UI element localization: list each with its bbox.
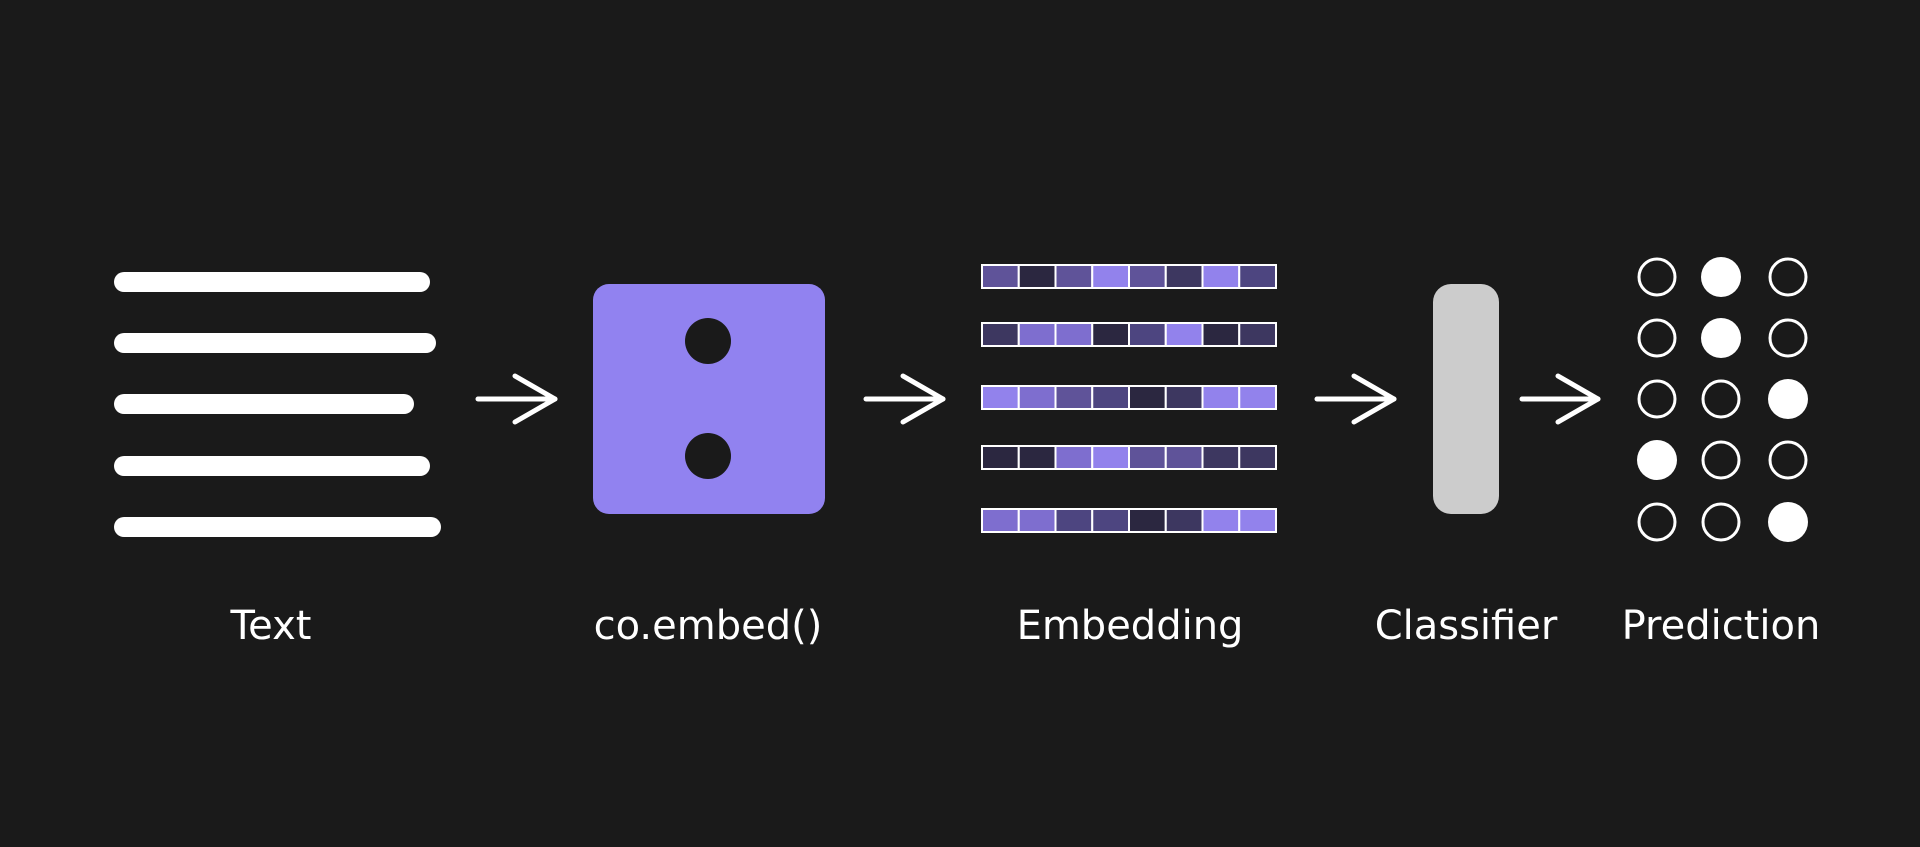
prediction-stage-label: Prediction	[1621, 603, 1821, 649]
prediction-dot-empty	[1768, 257, 1808, 297]
embedding-cell	[1017, 264, 1057, 289]
prediction-dot-filled	[1768, 379, 1808, 419]
arrow-right-icon	[1314, 373, 1397, 425]
embedding-cell	[1238, 322, 1277, 347]
embedding-cell	[1201, 445, 1241, 470]
embedding-cell	[1091, 385, 1130, 410]
embedding-vector	[981, 508, 1277, 533]
classifier-stage-label: Classifier	[1374, 603, 1558, 649]
embedding-cell	[1164, 445, 1204, 470]
embed-dot	[685, 318, 731, 364]
embedding-cell	[1238, 508, 1277, 533]
embedding-cell	[1128, 508, 1167, 533]
embed-model-icon	[593, 284, 825, 514]
embedding-cell	[1017, 322, 1057, 347]
text-lines-icon	[114, 272, 441, 537]
embedding-cell	[1017, 385, 1057, 410]
prediction-dot-filled	[1637, 440, 1677, 480]
arrow-right-icon	[863, 373, 946, 425]
embedding-cell	[1201, 322, 1241, 347]
prediction-dot-empty	[1701, 440, 1741, 480]
prediction-dot-filled	[1768, 502, 1808, 542]
embedding-cell	[1164, 508, 1204, 533]
embedding-vector	[981, 445, 1277, 470]
embedding-cell	[981, 508, 1020, 533]
embedding-cell	[1164, 385, 1204, 410]
prediction-dot-empty	[1701, 379, 1741, 419]
prediction-dot-empty	[1701, 502, 1741, 542]
prediction-grid	[1637, 257, 1808, 542]
prediction-dot-empty	[1637, 502, 1677, 542]
embedding-cell	[981, 385, 1020, 410]
prediction-dot-filled	[1701, 257, 1741, 297]
prediction-dot-empty	[1637, 257, 1677, 297]
embedding-cell	[1128, 264, 1167, 289]
text-stage-label: Text	[230, 603, 312, 649]
embedding-cell	[1017, 508, 1057, 533]
prediction-dot-empty	[1768, 440, 1808, 480]
embedding-cell	[981, 445, 1020, 470]
embed-block	[593, 284, 825, 514]
arrow-right-icon	[1519, 373, 1601, 425]
embedding-cell	[1238, 264, 1277, 289]
embedding-cell	[1128, 385, 1167, 410]
embedding-cell	[1164, 322, 1204, 347]
embedding-cell	[1017, 445, 1057, 470]
embedding-cell	[1164, 264, 1204, 289]
embed-dot	[685, 433, 731, 479]
embedding-cell	[1091, 264, 1130, 289]
embedding-vectors	[981, 264, 1277, 533]
embedding-cell	[981, 264, 1020, 289]
embedding-vector	[981, 385, 1277, 410]
embedding-cell	[1238, 445, 1277, 470]
embedding-cell	[1201, 508, 1241, 533]
prediction-dot-empty	[1637, 318, 1677, 358]
embedding-cell	[1054, 264, 1094, 289]
embedding-cell	[1238, 385, 1277, 410]
embedding-cell	[981, 322, 1020, 347]
embedding-cell	[1091, 322, 1130, 347]
embed-stage-label: co.embed()	[593, 603, 823, 649]
embedding-cell	[1054, 322, 1094, 347]
embedding-cell	[1201, 264, 1241, 289]
embedding-cell	[1201, 385, 1241, 410]
embedding-cell	[1054, 508, 1094, 533]
embedding-cell	[1091, 508, 1130, 533]
embedding-vector	[981, 322, 1277, 347]
embedding-cell	[1091, 445, 1130, 470]
prediction-dot-filled	[1701, 318, 1741, 358]
arrow-right-icon	[475, 373, 558, 425]
classifier-bar	[1433, 284, 1499, 514]
embedding-cell	[1128, 322, 1167, 347]
embedding-stage-label: Embedding	[1016, 603, 1244, 649]
embedding-cell	[1054, 445, 1094, 470]
prediction-dot-empty	[1768, 318, 1808, 358]
prediction-dot-empty	[1637, 379, 1677, 419]
embedding-vector	[981, 264, 1277, 289]
embedding-cell	[1128, 445, 1167, 470]
embedding-cell	[1054, 385, 1094, 410]
